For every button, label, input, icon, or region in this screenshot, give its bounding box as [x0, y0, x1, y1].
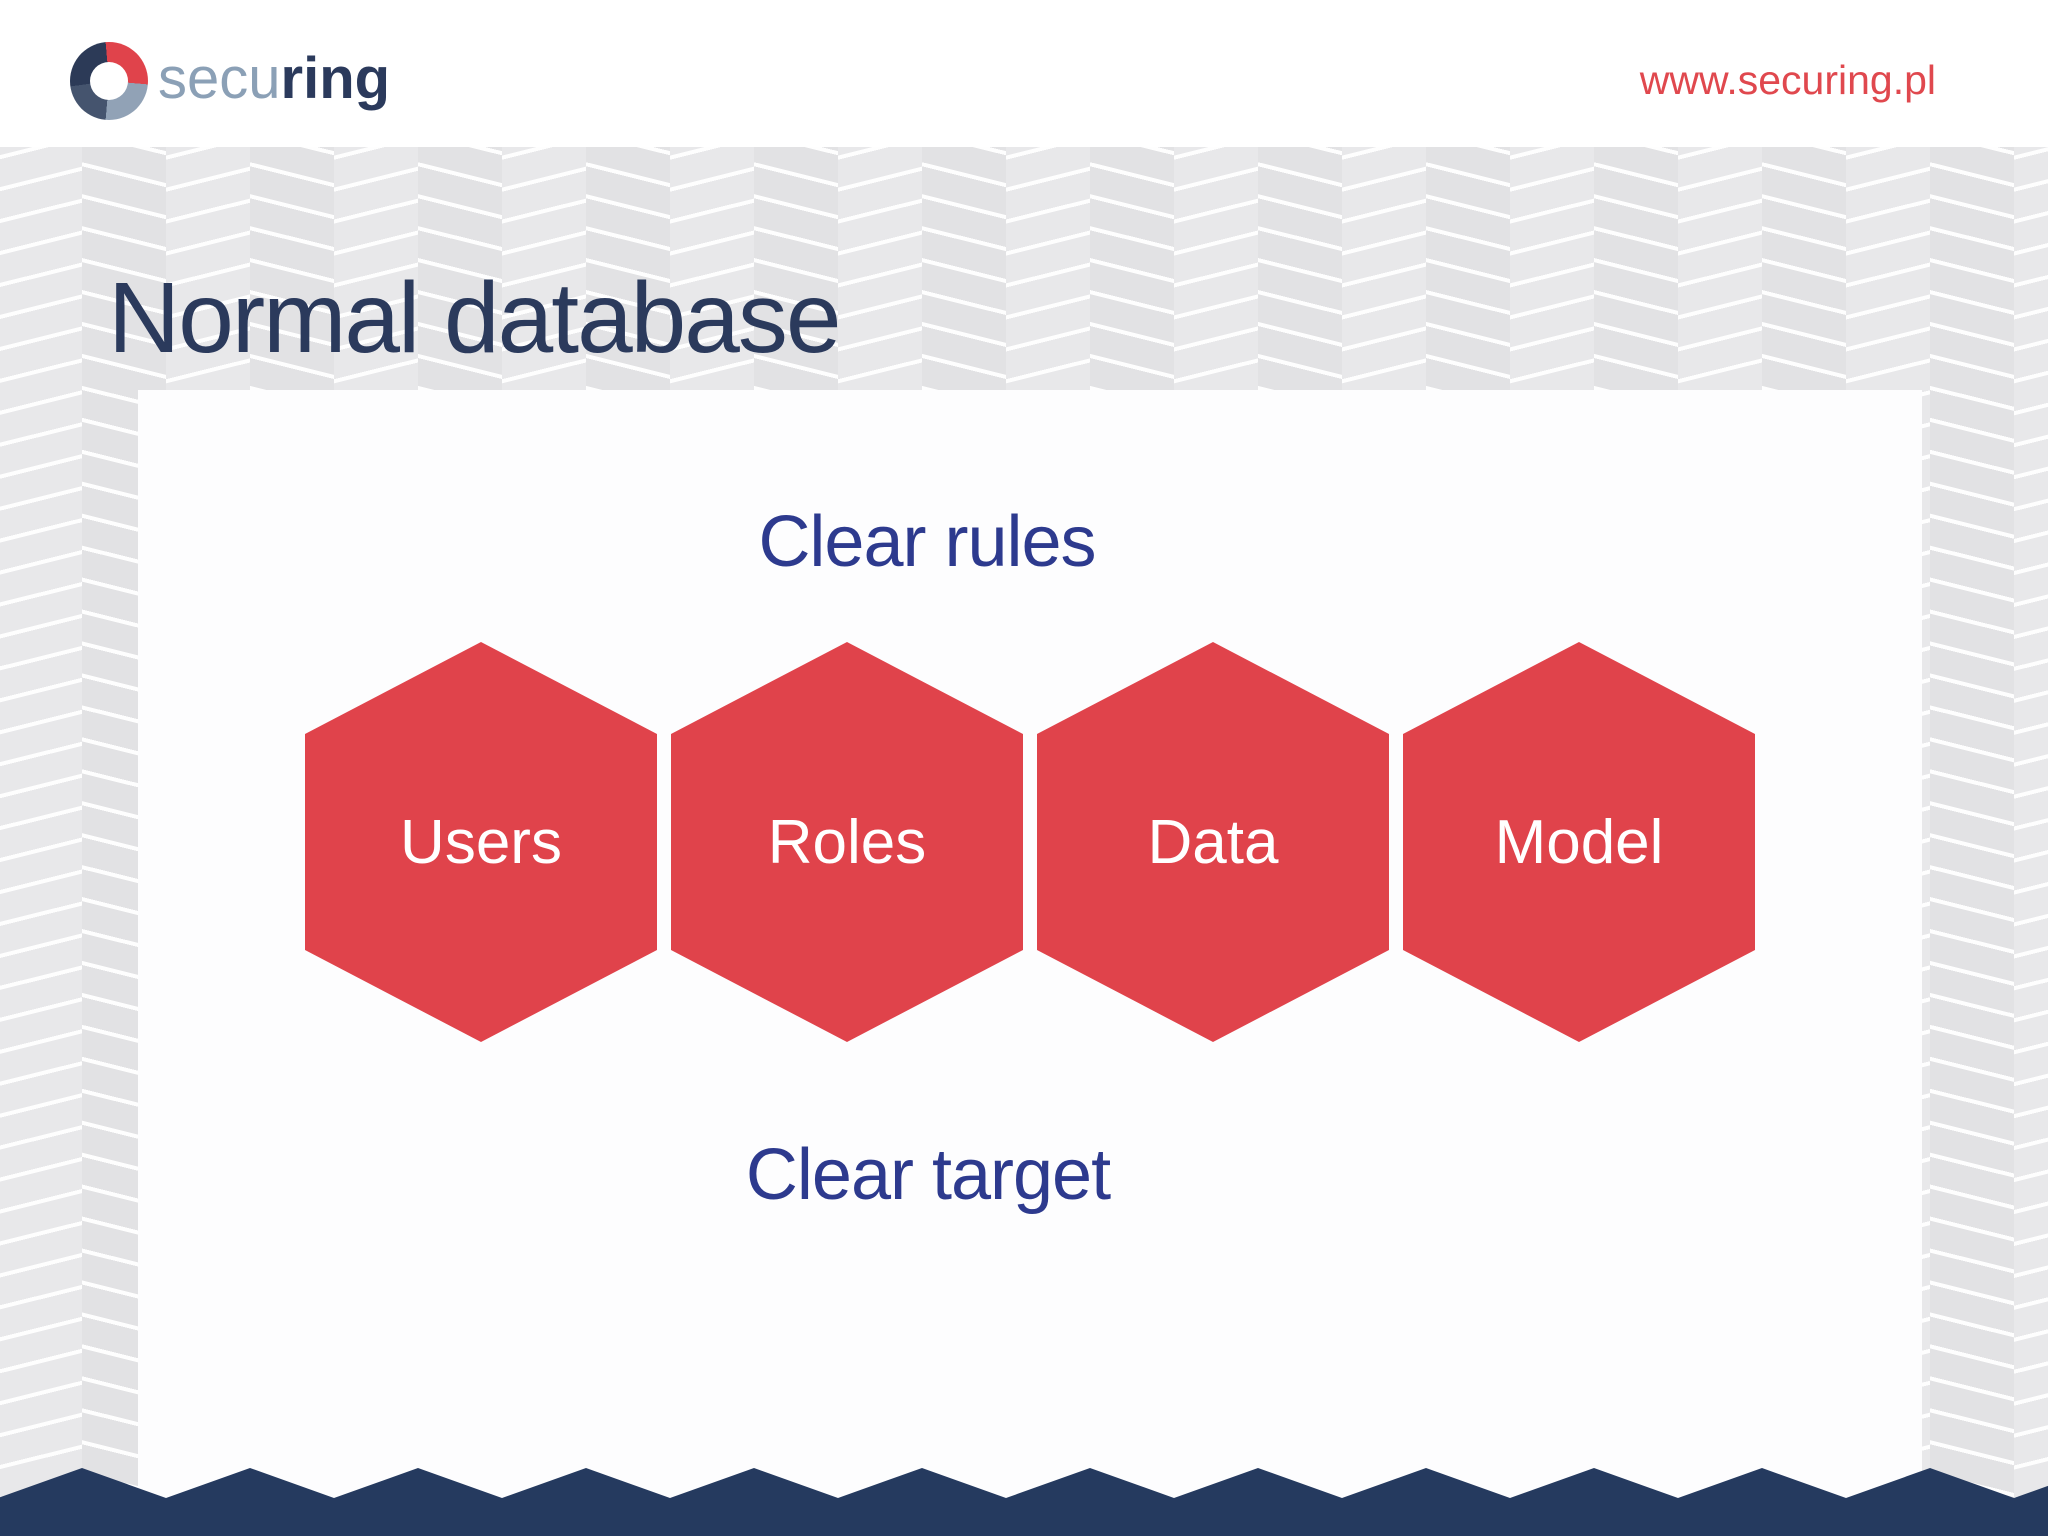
hexagon-model: Model [1403, 642, 1755, 1042]
hexagon-data-label: Data [1147, 807, 1279, 877]
caption-clear-rules: Clear rules [758, 502, 1096, 582]
herringbone-column [2014, 0, 2048, 1536]
brand-prefix: secu [158, 46, 281, 111]
caption-clear-target: Clear target [745, 1135, 1111, 1215]
brand-suffix: ring [280, 46, 391, 111]
herringbone-column [0, 0, 83, 1536]
hexagon-roles-label: Roles [767, 807, 927, 877]
hexagon-model-label: Model [1494, 807, 1664, 877]
footer-zigzag-path [0, 1468, 2048, 1536]
header-bar: securing www.securing.pl [0, 0, 2048, 147]
hexagon-roles: Roles [671, 642, 1023, 1042]
hexagon-users: Users [305, 642, 657, 1042]
website-url[interactable]: www.securing.pl [1639, 57, 1936, 103]
slide-title: Normal database [108, 262, 842, 374]
brand-wordmark: securing [158, 50, 390, 108]
securing-ring-logo-icon [70, 42, 148, 120]
footer-zigzag [0, 1468, 2048, 1536]
herringbone-column [1930, 0, 2015, 1536]
hexagon-users-label: Users [400, 807, 562, 877]
hexagon-data: Data [1037, 642, 1389, 1042]
logo-hole [90, 62, 128, 100]
